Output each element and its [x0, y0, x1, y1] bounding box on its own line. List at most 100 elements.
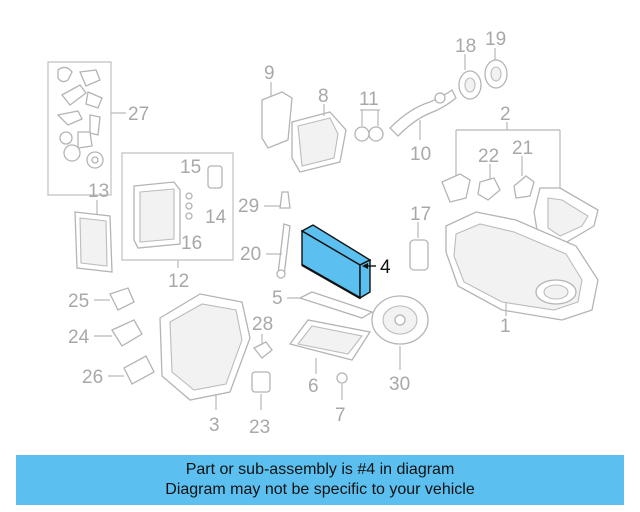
part-18-19-group: 18 19: [455, 29, 508, 100]
part-26-actuator: [123, 355, 155, 385]
part-27-gear: [63, 144, 81, 162]
callout-18: 18: [455, 36, 476, 57]
part-10-fitting: [434, 92, 446, 104]
part-24-25-26-group: 25 24 26: [68, 287, 155, 388]
part-3-group: 3: [159, 293, 251, 436]
part-3-housing-inner: [169, 303, 243, 391]
part-2-duct-inner: [547, 197, 589, 237]
callout-23: 23: [249, 417, 270, 438]
part-6-tray-inner: [297, 325, 363, 355]
part-12-group: 15 14 16 12: [121, 152, 234, 292]
part-27-knob-hub: [91, 156, 99, 164]
banner-line-2: Diagram may not be specific to your vehi…: [165, 481, 475, 498]
part-22-actuator: [477, 177, 501, 201]
part-1-group: 1: [445, 211, 599, 337]
callout-8: 8: [318, 86, 329, 107]
part-17-group: 17: [409, 204, 431, 271]
part-2-group: 2 22 21: [441, 104, 599, 247]
part-27-clip-b: [59, 131, 73, 145]
part-25-actuator: [109, 287, 135, 311]
part-11-group: 11: [354, 89, 384, 142]
part-13-group: 13: [74, 181, 113, 273]
callout-26: 26: [82, 367, 103, 388]
part-23-resistor: [251, 371, 271, 393]
part-27-clip-a: [56, 110, 83, 126]
part-5-seal: [298, 291, 374, 319]
callout-15: 15: [180, 157, 201, 178]
part-15-ring-b: [185, 202, 193, 210]
callout-4: 4: [380, 257, 391, 278]
part-28-group: 28: [252, 314, 273, 359]
callout-1: 1: [500, 316, 511, 337]
part-19-gasket-inner: [490, 66, 502, 82]
part-4-filter-side[interactable]: [359, 258, 371, 300]
part-27-bracket-b: [61, 84, 87, 106]
part-11-ring-a: [354, 126, 370, 142]
callout-28: 28: [252, 314, 273, 335]
callout-30: 30: [389, 374, 410, 395]
callout-22: 22: [478, 146, 499, 167]
part-29-20-group: 29 20: [238, 191, 291, 279]
callout-11: 11: [359, 89, 379, 110]
part-13-mesh: [79, 217, 108, 267]
callout-14: 14: [205, 207, 227, 228]
callout-3: 3: [209, 415, 220, 436]
part-4-filter-edge: [301, 264, 361, 299]
callout-24: 24: [68, 327, 90, 348]
part-6-group: 6: [288, 319, 372, 397]
callout-6: 6: [308, 376, 319, 397]
part-21-actuator: [513, 175, 535, 199]
part-9-group: 9: [261, 63, 293, 149]
part-14-valve: [207, 165, 223, 189]
part-5-group: 5: [272, 288, 374, 319]
callout-19: 19: [485, 29, 506, 50]
part-28-clip: [252, 341, 273, 359]
callout-21: 21: [512, 138, 533, 159]
part-10-group: 10: [389, 89, 457, 165]
callout-27: 27: [128, 104, 149, 125]
part-7-screw-head: [336, 372, 348, 384]
part-24-actuator: [111, 319, 143, 347]
part-15-ring-a: [185, 192, 193, 200]
info-banner: Part or sub-assembly is #4 in diagram Di…: [16, 455, 624, 505]
part-4-arrow: [362, 263, 368, 269]
callout-12: 12: [168, 271, 189, 292]
part-8-group: 8: [291, 86, 347, 173]
callout-17: 17: [410, 204, 431, 225]
part-4-group[interactable]: 4: [300, 224, 391, 300]
callout-20: 20: [240, 244, 261, 265]
part-8-fins: [297, 117, 339, 167]
callout-25: 25: [68, 291, 89, 312]
part-20-rod: [277, 223, 291, 277]
callout-9: 9: [264, 63, 275, 84]
callout-5: 5: [272, 288, 283, 309]
part-30-hub: [394, 314, 406, 326]
part-1-blower-opening-inner: [543, 284, 569, 300]
part-27-rod: [89, 114, 101, 136]
callout-10: 10: [410, 144, 431, 165]
callout-13: 13: [88, 181, 109, 202]
banner-line-1: Part or sub-assembly is #4 in diagram: [185, 461, 455, 478]
callout-7: 7: [335, 405, 346, 426]
part-20-end: [276, 269, 286, 279]
callout-29: 29: [238, 196, 259, 217]
part-27-hose-a: [57, 66, 73, 83]
part-23-group: 23: [249, 371, 271, 438]
callout-2: 2: [500, 104, 511, 125]
part-12-core: [139, 188, 175, 243]
part-17-sensor: [409, 239, 429, 271]
part-12-box: [121, 152, 234, 261]
part-27-box: [47, 61, 112, 196]
part-27-clip-c: [77, 131, 93, 149]
part-7-group: 7: [335, 372, 348, 426]
part-27-group: 27: [47, 61, 149, 196]
callout-16: 16: [181, 233, 202, 254]
part-27-bracket-a: [79, 69, 101, 87]
part-29-screw: [279, 191, 291, 209]
part-18-gasket-inner: [464, 77, 476, 93]
part-2-actuator-a: [441, 173, 471, 203]
part-11-ring-b: [368, 126, 384, 142]
part-16-ring: [185, 212, 193, 220]
part-30-group: 30: [371, 295, 429, 395]
